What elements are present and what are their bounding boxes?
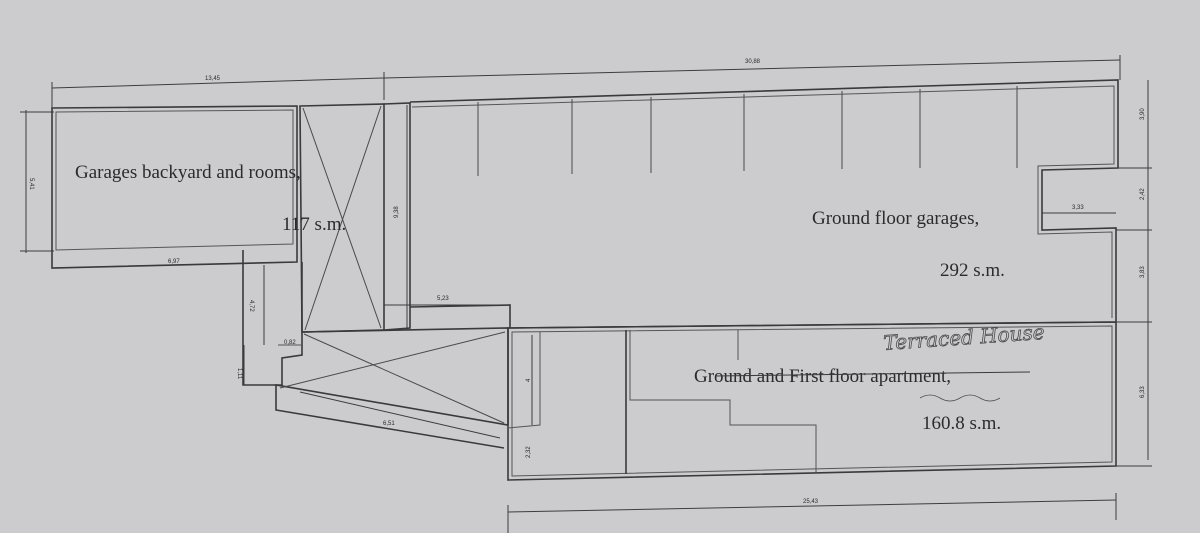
room-apartment-area: 160.8 s.m. (922, 413, 1001, 434)
dim-apt-small: 2,32 (526, 446, 532, 458)
dim-right-4: 6,33 (1140, 386, 1146, 398)
dim-right-1: 3,90 (1140, 108, 1146, 120)
walls (51, 79, 1119, 481)
dim-left-height: 5,41 (28, 178, 34, 190)
handwritten-scribble (919, 394, 1001, 402)
dimension-labels: 13,45 30,88 5,41 6,97 9,38 5,23 3,33 3,9… (28, 59, 1146, 505)
strikethrough-line (715, 371, 1031, 377)
dim-lower-left: 4,72 (248, 300, 254, 312)
dim-passage-height: 9,38 (394, 206, 400, 218)
dim-right-2: 2,42 (1140, 188, 1146, 200)
dim-bottom: 25,43 (803, 499, 819, 505)
room-apartment-name: Ground and First floor apartment, (694, 366, 951, 387)
room-backyard-name: Garages backyard and rooms, (75, 162, 301, 183)
dim-small-2: 1,11 (236, 368, 242, 380)
dim-small-1: 0,82 (284, 340, 296, 346)
room-garages-name: Ground floor garages, (812, 208, 979, 229)
dim-backyard-bottom: 6,97 (168, 259, 180, 265)
dim-step-width: 5,23 (437, 296, 449, 302)
room-backyard-area: 117 s.m. (282, 214, 346, 235)
dim-ramp: 6,51 (383, 421, 395, 427)
dim-top-right: 30,88 (745, 59, 761, 65)
dim-right-3: 3,83 (1140, 266, 1146, 278)
room-garages-area: 292 s.m. (940, 260, 1005, 281)
dim-apt-inner: 4 (526, 378, 532, 382)
dim-top-left: 13,45 (205, 76, 221, 82)
dim-right-notch: 3,33 (1072, 205, 1084, 211)
